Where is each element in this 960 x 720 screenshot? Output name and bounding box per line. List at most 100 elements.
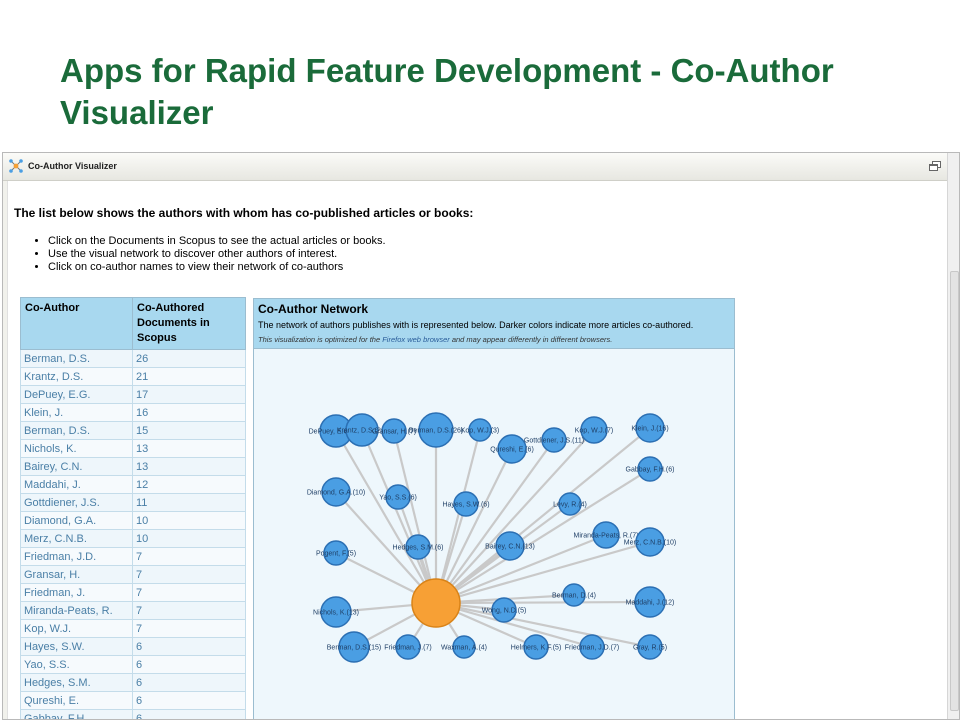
coauthor-node[interactable]: Qureshi, E.(6) <box>490 434 534 464</box>
coauthor-name-link[interactable]: Berman, D.S. <box>20 349 133 368</box>
coauthor-node-label[interactable]: Gransar, H.(7) <box>372 429 416 436</box>
document-count-link[interactable]: 10 <box>132 511 246 530</box>
coauthor-name-link[interactable]: Yao, S.S. <box>20 655 133 674</box>
coauthor-name-link[interactable]: Qureshi, E. <box>20 691 133 710</box>
coauthor-node-circle[interactable] <box>635 413 665 443</box>
firefox-link[interactable]: Firefox web browser <box>382 335 450 344</box>
coauthor-node-circle[interactable] <box>635 527 665 557</box>
coauthor-node-circle[interactable] <box>381 418 407 444</box>
coauthor-node[interactable]: Friedman, J.D.(7) <box>565 634 619 660</box>
coauthor-node[interactable]: Berman, D.(4) <box>552 583 596 607</box>
coauthor-node-circle[interactable] <box>418 412 454 448</box>
coauthor-node-circle[interactable] <box>491 597 517 623</box>
document-count-link[interactable]: 6 <box>132 655 246 674</box>
coauthor-name-link[interactable]: Merz, C.N.B. <box>20 529 133 548</box>
coauthor-name-link[interactable]: Miranda-Peats, R. <box>20 601 133 620</box>
coauthor-node-circle[interactable] <box>562 583 586 607</box>
coauthor-node-label[interactable]: Gray, R.(5) <box>633 645 667 652</box>
coauthor-name-link[interactable]: Friedman, J.D. <box>20 547 133 566</box>
coauthor-node-circle[interactable] <box>321 477 351 507</box>
document-count-link[interactable]: 13 <box>132 457 246 476</box>
coauthor-node-circle[interactable] <box>320 596 352 628</box>
coauthor-node-label[interactable]: Klein, J.(16) <box>631 426 668 433</box>
coauthor-name-link[interactable]: Gottdiener, J.S. <box>20 493 133 512</box>
coauthor-node[interactable]: Gabbay, F.H.(6) <box>626 456 675 482</box>
coauthor-node-label[interactable]: Kop, W.J.(3) <box>461 428 500 435</box>
document-count-link[interactable]: 7 <box>132 583 246 602</box>
coauthor-node[interactable]: Miranda-Peats, R.(7) <box>574 521 639 549</box>
coauthor-name-link[interactable]: Kop, W.J. <box>20 619 133 638</box>
coauthor-node-label[interactable]: Berman, D.S.(26) <box>409 428 463 435</box>
coauthor-node[interactable]: Hedges, S.M.(6) <box>393 534 444 560</box>
coauthor-node-label[interactable]: Waxman, A.(4) <box>441 645 487 652</box>
coauthor-node[interactable]: Kop, W.J.(3) <box>461 418 500 442</box>
coauthor-node-circle[interactable] <box>452 635 476 659</box>
coauthor-node[interactable]: Bairey, C.N.(13) <box>485 531 535 561</box>
coauthor-name-link[interactable]: Nichols, K. <box>20 439 133 458</box>
coauthor-node-label[interactable]: Helmers, K.F.(5) <box>511 645 562 652</box>
coauthor-name-link[interactable]: Klein, J. <box>20 403 133 422</box>
coauthor-node-label[interactable]: Levy, R.(4) <box>553 502 587 509</box>
coauthor-node[interactable]: Wong, N.D.(5) <box>482 597 527 623</box>
coauthor-node-circle[interactable] <box>323 540 349 566</box>
coauthor-node[interactable]: Friedman, J.(7) <box>384 634 432 660</box>
scrollbar-thumb[interactable] <box>950 271 959 711</box>
coauthor-name-link[interactable]: DePuey, E.G. <box>20 385 133 404</box>
coauthor-node[interactable]: Berman, D.S.(26) <box>409 412 463 448</box>
coauthor-node[interactable]: Merz, C.N.B.(10) <box>624 527 677 557</box>
restore-window-icon[interactable] <box>929 161 941 172</box>
coauthor-node-circle[interactable] <box>405 534 431 560</box>
coauthor-node-label[interactable]: Gottdiener, J.S.(11) <box>524 438 584 445</box>
coauthor-name-link[interactable]: Diamond, G.A. <box>20 511 133 530</box>
document-count-link[interactable]: 6 <box>132 673 246 692</box>
document-count-link[interactable]: 11 <box>132 493 246 512</box>
coauthor-node-label[interactable]: Hayes, S.W.(6) <box>442 502 489 509</box>
coauthor-node[interactable]: Gransar, H.(7) <box>372 418 416 444</box>
coauthor-name-link[interactable]: Berman, D.S. <box>20 421 133 440</box>
coauthor-node-circle[interactable] <box>579 634 605 660</box>
document-count-link[interactable]: 21 <box>132 367 246 386</box>
coauthor-name-link[interactable]: Hedges, S.M. <box>20 673 133 692</box>
coauthor-name-link[interactable]: Gabbay, F.H. <box>20 709 133 719</box>
document-count-link[interactable]: 10 <box>132 529 246 548</box>
coauthor-node[interactable]: Gottdiener, J.S.(11) <box>524 427 584 453</box>
coauthor-node-label[interactable]: Krantz, D.S.(21) <box>337 428 387 435</box>
coauthor-node-label[interactable]: Yao, S.S.(6) <box>379 495 417 502</box>
coauthor-node[interactable]: Diamond, G.A.(10) <box>307 477 365 507</box>
coauthor-node-circle[interactable] <box>523 634 549 660</box>
coauthor-node[interactable]: Pogent, F.(5) <box>316 540 356 566</box>
coauthor-name-link[interactable]: Bairey, C.N. <box>20 457 133 476</box>
coauthor-node-label[interactable]: Friedman, J.D.(7) <box>565 645 619 652</box>
coauthor-node-circle[interactable] <box>497 434 527 464</box>
document-count-link[interactable]: 13 <box>132 439 246 458</box>
coauthor-node-circle[interactable] <box>580 416 608 444</box>
coauthor-node-label[interactable]: Diamond, G.A.(10) <box>307 490 365 497</box>
coauthor-node-circle[interactable] <box>592 521 620 549</box>
coauthor-node-circle[interactable] <box>468 418 492 442</box>
document-count-link[interactable]: 6 <box>132 709 246 719</box>
coauthor-node[interactable]: DePuey, E.G.(17) <box>309 414 364 448</box>
coauthor-node[interactable]: Berman, D.S.(15) <box>327 631 381 663</box>
coauthor-node[interactable]: Maddahi, J.(12) <box>626 586 675 618</box>
coauthor-node[interactable]: Kop, W.J.(7) <box>575 416 614 444</box>
coauthor-node-label[interactable]: Gabbay, F.H.(6) <box>626 467 675 474</box>
coauthor-node[interactable]: Nichols, K.(13) <box>313 596 359 628</box>
coauthor-node-circle[interactable] <box>541 427 567 453</box>
coauthor-node-circle[interactable] <box>634 586 666 618</box>
coauthor-node-circle[interactable] <box>345 413 379 447</box>
coauthor-node-circle[interactable] <box>637 634 663 660</box>
document-count-link[interactable]: 7 <box>132 547 246 566</box>
coauthor-node-circle[interactable] <box>495 531 525 561</box>
coauthor-node-label[interactable]: Pogent, F.(5) <box>316 551 356 558</box>
coauthor-node-label[interactable]: Berman, D.(4) <box>552 593 596 600</box>
coauthor-name-link[interactable]: Friedman, J. <box>20 583 133 602</box>
coauthor-node[interactable]: Krantz, D.S.(21) <box>337 413 387 447</box>
coauthor-node-label[interactable]: Merz, C.N.B.(10) <box>624 540 677 547</box>
coauthor-node-circle[interactable] <box>558 492 582 516</box>
coauthor-node[interactable]: Levy, R.(4) <box>553 492 587 516</box>
document-count-link[interactable]: 17 <box>132 385 246 404</box>
coauthor-node-label[interactable]: Wong, N.D.(5) <box>482 608 527 615</box>
coauthor-node-circle[interactable] <box>338 631 370 663</box>
coauthor-node[interactable]: Waxman, A.(4) <box>441 635 487 659</box>
document-count-link[interactable]: 6 <box>132 637 246 656</box>
